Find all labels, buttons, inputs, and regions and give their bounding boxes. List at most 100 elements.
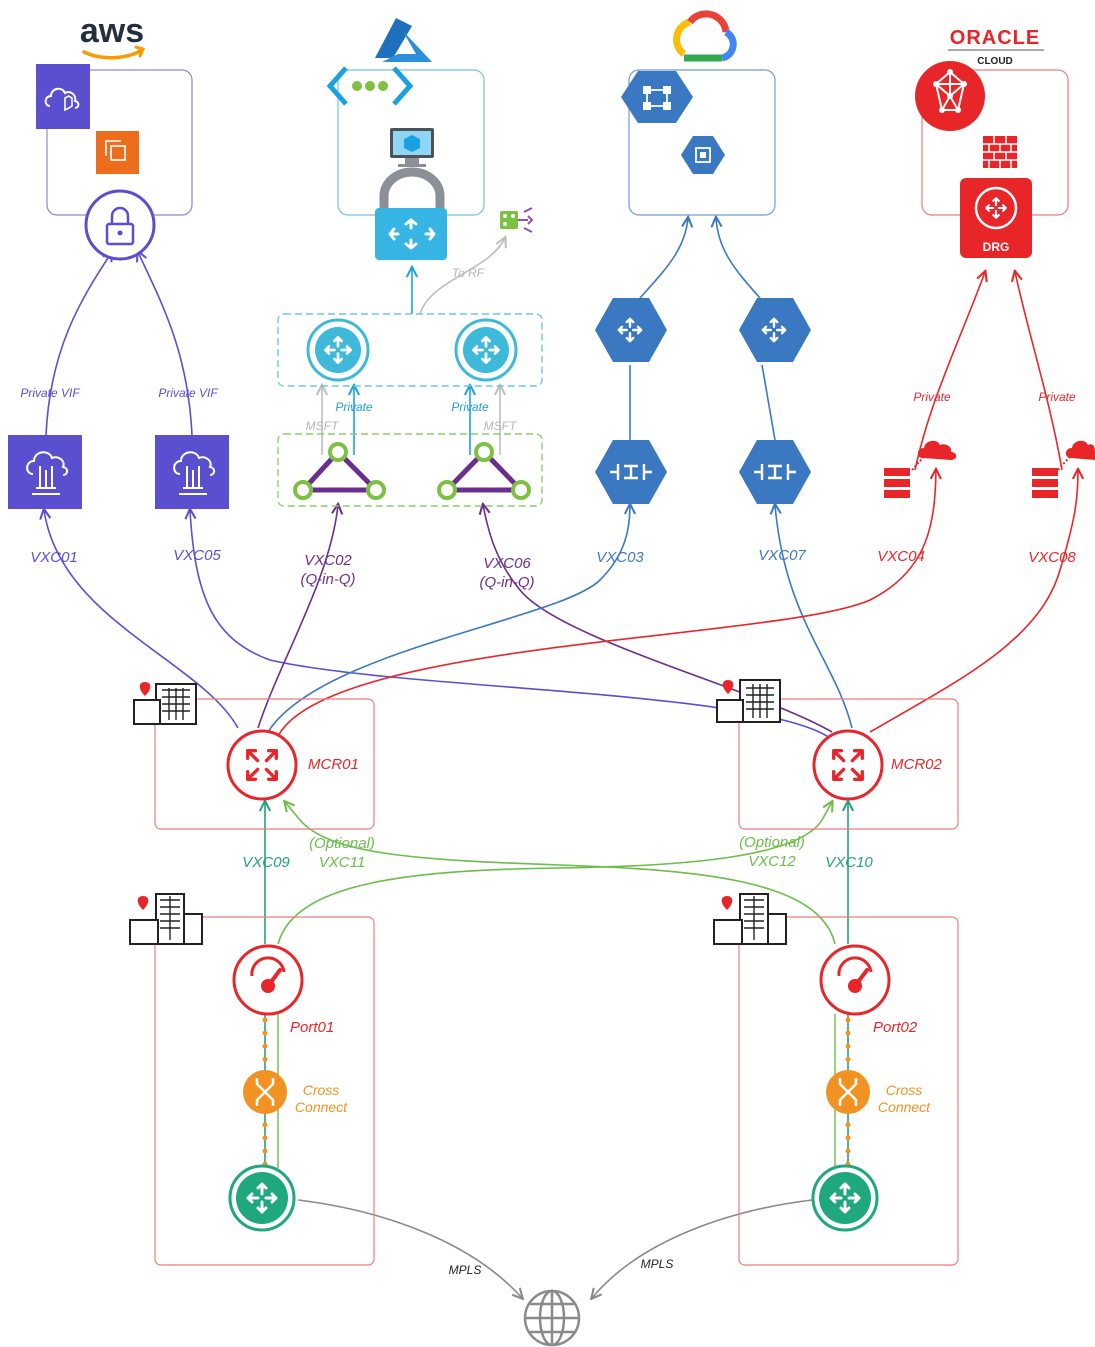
msee-router-icon-2 [454, 318, 518, 382]
azure-vpn-gateway-icon [375, 167, 447, 260]
azure-vm-icon [390, 128, 434, 167]
oci-private-label-2: Private [1038, 390, 1076, 404]
azure-msee-group [277, 313, 543, 387]
msft-label-2: MSFT [484, 419, 518, 433]
mcr02-icon [812, 729, 884, 801]
gcp-compute-icon [681, 136, 725, 174]
azure-private-label-1: Private [335, 400, 373, 414]
vxc03-label: VXC03 [596, 549, 644, 566]
azure-logo [375, 18, 432, 62]
private-vif-label-1: Private VIF [20, 386, 80, 400]
to-rf-label: To RF [452, 266, 485, 280]
expressroute-icon-2 [437, 442, 531, 500]
vxc10-label: VXC10 [825, 854, 873, 871]
vxc02-link [257, 505, 338, 729]
mcr02-label: MCR02 [891, 756, 943, 773]
vxc06-label: VXC06 [483, 555, 531, 572]
private-vif-label-2: Private VIF [158, 386, 218, 400]
vpn-gateway-lock-icon [84, 189, 156, 261]
oracle-logo: ORACLE CLOUD [948, 27, 1044, 67]
oci-network-icon [915, 61, 985, 131]
mpls-label-1: MPLS [449, 1263, 482, 1277]
oci-private-link-1 [914, 272, 985, 471]
vxc02-sub-label: (Q-in-Q) [301, 571, 356, 588]
vxc11-label: VXC11 [319, 854, 365, 871]
mpls-link-1 [297, 1199, 522, 1298]
vxc08-label: VXC08 [1028, 549, 1076, 566]
building-icon-port02 [713, 893, 787, 945]
to-rf-link [419, 238, 505, 315]
vxc12-link [277, 802, 832, 945]
vxc09-label: VXC09 [242, 854, 290, 871]
vxc02-label: VXC02 [304, 552, 352, 569]
building-icon-port01 [129, 893, 203, 945]
ec2-instances-icon [96, 131, 139, 174]
customer-router-icon-1 [228, 1164, 296, 1232]
svg-text:ORACLE: ORACLE [950, 27, 1040, 49]
aws-shield-cloud-icon [36, 64, 90, 129]
gcp-vpc-box [628, 69, 776, 216]
port01-icon [232, 944, 304, 1016]
cross-connect-label-2a: Cross [886, 1082, 923, 1098]
azure-vnet-icon [326, 66, 414, 106]
gcp-logo [673, 10, 737, 62]
cloud-router-icon-2 [739, 298, 811, 362]
cross-connect-label-1b: Connect [295, 1099, 348, 1115]
svg-text:aws: aws [80, 12, 144, 50]
aws-logo: aws [80, 12, 146, 60]
vxc07-label: VXC07 [758, 547, 806, 564]
oci-private-link-2 [1015, 272, 1063, 471]
azure-peering-group [277, 433, 543, 507]
optional-label-2: (Optional) [739, 834, 805, 851]
vxc04-link [277, 470, 936, 737]
oci-private-label-1: Private [913, 390, 951, 404]
mpls-globe-icon [523, 1289, 581, 1347]
vxc08-link [869, 470, 1078, 733]
vxc07-link [775, 505, 853, 729]
azure-private-label-2: Private [451, 400, 489, 414]
interconnect-icon-1 [595, 440, 667, 504]
oci-fastconnect-icon-1 [884, 440, 957, 498]
building-icon-mcr02 [716, 679, 781, 723]
customer-router-icon-2 [811, 1164, 879, 1232]
svg-text:DRG: DRG [983, 240, 1010, 254]
cross-connect-icon-2 [826, 1070, 870, 1114]
mcr01-label: MCR01 [308, 756, 359, 773]
cloud-router-icon-1 [595, 298, 667, 362]
vxc11-link [285, 802, 836, 945]
port02-icon [819, 944, 891, 1016]
vxc01-link [44, 510, 239, 729]
port02-location-box [738, 916, 959, 1266]
building-icon-mcr01 [133, 682, 197, 725]
vxc06-sub-label: (Q-in-Q) [480, 574, 535, 591]
cross-connect-label-1a: Cross [303, 1082, 340, 1098]
mcr01-location-box [154, 698, 375, 830]
aws-private-vif-link-1 [45, 252, 112, 436]
interconnect-icon-2 [739, 440, 811, 504]
vxc03-link [267, 505, 630, 733]
route-filter-icon [500, 207, 534, 233]
gcp-network-hex-icon [621, 71, 693, 123]
port01-location-box [154, 916, 375, 1266]
mcr02-location-box [738, 698, 959, 830]
mpls-link-2 [592, 1199, 813, 1298]
direct-connect-icon-1 [8, 435, 82, 509]
mpls-label-2: MPLS [641, 1257, 674, 1271]
optional-label-1: (Optional) [309, 835, 375, 852]
vxc04-label: VXC04 [877, 548, 925, 565]
msft-label-1: MSFT [306, 419, 340, 433]
mcr01-icon [226, 729, 298, 801]
oci-firewall-icon [983, 136, 1017, 168]
gcp-link-1b [639, 218, 688, 299]
gcp-link-2a [761, 364, 776, 441]
msee-router-icon-1 [306, 318, 370, 382]
expressroute-icon-1 [293, 442, 386, 500]
svg-text:CLOUD: CLOUD [977, 56, 1013, 67]
cross-connect-label-2b: Connect [878, 1099, 931, 1115]
vxc01-label: VXC01 [30, 549, 78, 566]
aws-private-vif-link-2 [138, 252, 193, 436]
oci-fastconnect-icon-2 [1032, 440, 1095, 498]
vxc12-label: VXC12 [748, 853, 796, 870]
port01-label: Port01 [290, 1019, 334, 1036]
